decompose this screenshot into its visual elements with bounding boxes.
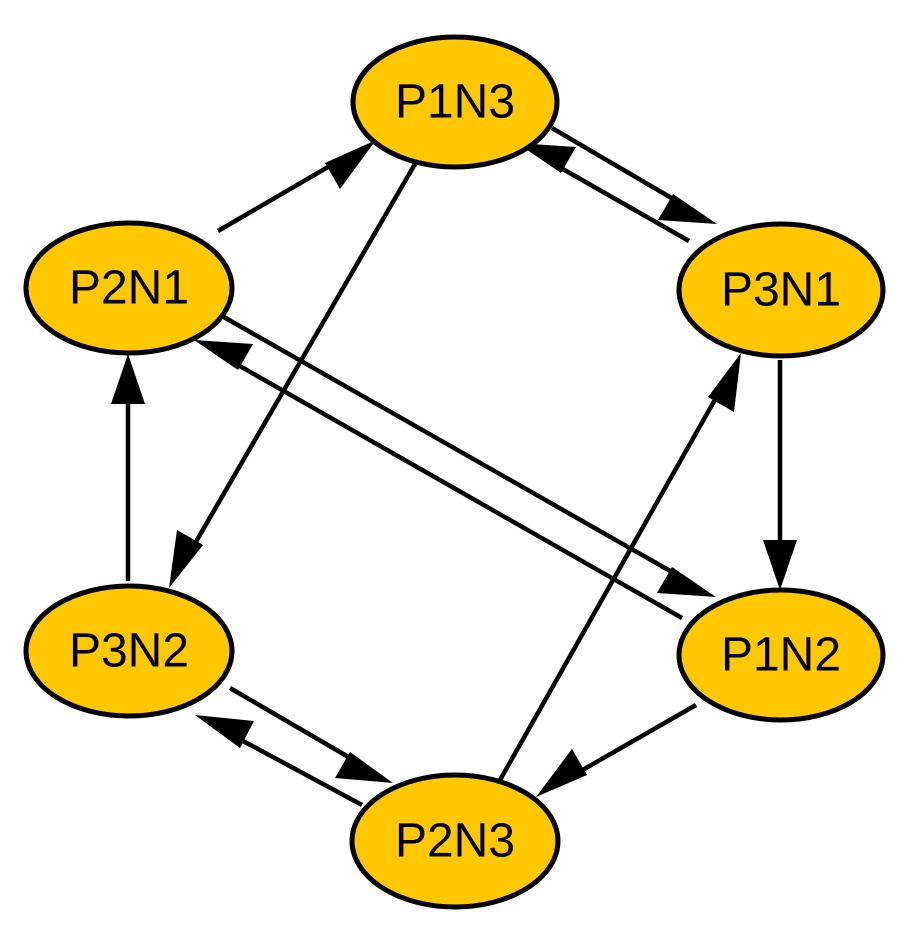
arrowhead-p3n2-to-p2n3	[335, 752, 393, 783]
arrowhead-p1n3-to-p3n1	[658, 194, 717, 224]
node-p3n2-label: P3N2	[69, 625, 189, 678]
arrowhead-p2n3-to-p3n2	[195, 715, 254, 748]
node-p2n1: P2N1	[23, 220, 235, 356]
arrowhead-p1n2-to-p2n3	[536, 749, 587, 797]
edge-p1n3-to-p3n1	[550, 126, 682, 205]
node-p1n2-shape	[676, 587, 886, 723]
edge-p3n1-to-p1n3	[552, 162, 691, 243]
node-p2n1-shape	[23, 220, 235, 356]
edge-p2n3-to-p3n2	[230, 733, 364, 807]
edge-p2n1-to-p1n3	[216, 158, 342, 233]
node-p3n1: P3N1	[676, 221, 886, 359]
edge-p3n2-to-p2n3	[228, 686, 359, 764]
node-p1n3-label: P1N3	[395, 76, 515, 129]
node-p2n3-shape	[349, 772, 561, 910]
edge-p2n3-to-p3n1	[498, 387, 723, 782]
arrowhead-p3n1-to-p1n2	[763, 540, 797, 590]
arrowhead-p2n1-to-p1n2	[657, 567, 716, 597]
node-p3n2: P3N2	[23, 583, 235, 719]
arrowhead-p3n1-to-p1n3	[517, 143, 576, 173]
node-p2n3: P2N3	[349, 772, 561, 910]
arrowhead-p3n2-to-p2n1	[111, 354, 145, 404]
edge-p1n3-to-p3n2	[188, 162, 417, 554]
arrowhead-p1n2-to-p2n1	[194, 340, 253, 370]
nodes-layer: P1N3 P2N1 P3N1 P3N2 P1N2 P2N3	[23, 34, 886, 910]
node-p1n3-shape	[350, 34, 560, 170]
node-p3n1-label: P3N1	[721, 264, 841, 317]
node-p2n3-label: P2N3	[395, 815, 515, 868]
node-p3n2-shape	[23, 583, 235, 719]
node-p3n1-shape	[676, 221, 886, 359]
node-p2n1-label: P2N1	[69, 262, 189, 315]
edge-p2n1-to-p1n2	[220, 314, 681, 578]
edge-p1n2-to-p2n3	[570, 703, 698, 778]
edge-p1n2-to-p2n1	[229, 359, 684, 620]
node-p1n2-label: P1N2	[721, 629, 841, 682]
arrowhead-p2n1-to-p1n3	[325, 140, 376, 189]
arrowhead-p1n3-to-p3n2	[169, 530, 203, 588]
edges-layer	[111, 126, 797, 807]
node-p1n2: P1N2	[676, 587, 886, 723]
arrowhead-p2n3-to-p3n1	[708, 353, 741, 412]
node-p1n3: P1N3	[350, 34, 560, 170]
